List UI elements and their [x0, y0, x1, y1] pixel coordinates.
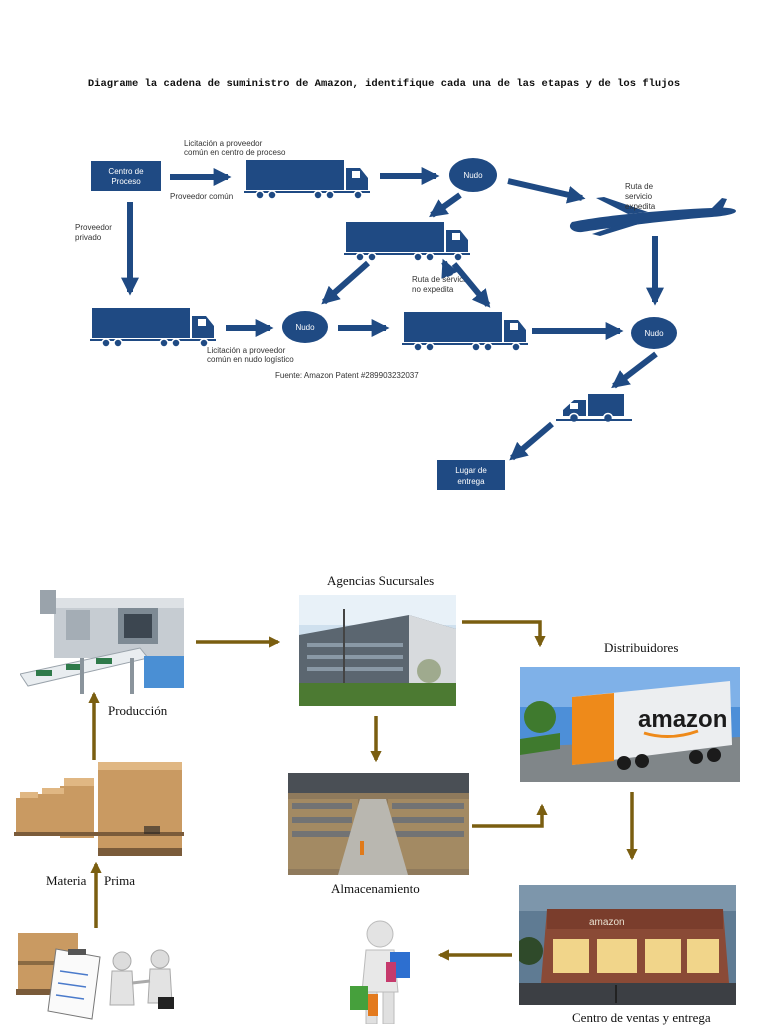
delivery-truck-icon: [556, 394, 632, 424]
raw-material-boxes-image: [14, 762, 184, 864]
flow-arrow: [611, 351, 658, 389]
warehouse-building-image: [299, 595, 456, 706]
proveedor-comun-label: Proveedor común: [170, 192, 233, 201]
flow-arrow: [507, 178, 586, 204]
ruta-expedita-label-2: servicio: [625, 192, 653, 201]
store-sign-text: amazon: [589, 917, 625, 928]
centro-proceso-box: [91, 161, 161, 191]
nudo-node: [631, 317, 677, 349]
centro-proceso-label-2: Proceso: [111, 177, 141, 186]
licitacion-nudo-label-2: común en nudo logístico: [207, 355, 294, 364]
truck-icon: [343, 221, 471, 262]
airplane-icon: [569, 197, 736, 236]
warehouse-interior-image: [288, 773, 469, 875]
truck-icon: [243, 159, 371, 200]
shopper-figure-image: [330, 918, 430, 1024]
amazon-store-image: amazon: [519, 885, 736, 1005]
amazon-network-diagram: Centro de Proceso Licitación a proveedor…: [75, 139, 736, 490]
agencias-caption: Agencias Sucursales: [327, 573, 435, 588]
nudo-label: Nudo: [463, 171, 483, 180]
truck-icon: [401, 311, 529, 352]
proveedor-privado-label-1: Proveedor: [75, 223, 112, 232]
materia-caption: Materia: [46, 873, 87, 888]
flow-arrow: [472, 803, 548, 828]
licitacion-nudo-label-1: Licitación a proveedor: [207, 346, 286, 355]
lugar-entrega-label-2: entrega: [457, 477, 485, 486]
flow-arrow: [441, 258, 458, 279]
production-machine-image: [20, 586, 188, 698]
flow-arrow: [321, 260, 370, 305]
produccion-caption: Producción: [108, 703, 168, 718]
ruta-no-expedita-label-2: no expedita: [412, 285, 454, 294]
flow-arrow: [429, 192, 462, 218]
proveedor-privado-label-2: privado: [75, 233, 102, 242]
ruta-no-expedita-label-1: Ruta de servicio: [412, 275, 470, 284]
centro-ventas-caption: Centro de ventas y entrega: [572, 1010, 711, 1025]
supplier-handshake-image: [16, 927, 180, 1022]
distribuidores-caption: Distribuidores: [604, 640, 679, 655]
amazon-truck-image: amazon: [520, 667, 740, 782]
truck-brand-text: amazon: [638, 706, 727, 733]
page-title: Diagrame la cadena de suministro de Amaz…: [87, 78, 681, 90]
nudo-node: [282, 311, 328, 343]
centro-proceso-label-1: Centro de: [108, 167, 144, 176]
nudo-label: Nudo: [295, 323, 315, 332]
licitacion-proceso-label-1: Licitación a proveedor: [184, 139, 263, 148]
flow-arrow: [509, 421, 554, 461]
lugar-entrega-label-1: Lugar de: [455, 466, 487, 475]
almacenamiento-caption: Almacenamiento: [331, 881, 420, 896]
flow-arrow: [451, 262, 491, 308]
prima-caption: Prima: [104, 873, 136, 888]
fuente-label: Fuente: Amazon Patent #289903232037: [275, 371, 419, 380]
nudo-label: Nudo: [644, 329, 664, 338]
ruta-expedita-label-3: expedita: [625, 202, 656, 211]
licitacion-proceso-label-2: común en centro de proceso: [184, 148, 286, 157]
nudo-node: [449, 158, 497, 192]
truck-icon: [89, 307, 217, 348]
ruta-expedita-label-1: Ruta de: [625, 182, 654, 191]
lugar-entrega-box: [437, 460, 505, 490]
flow-arrow: [462, 620, 546, 648]
